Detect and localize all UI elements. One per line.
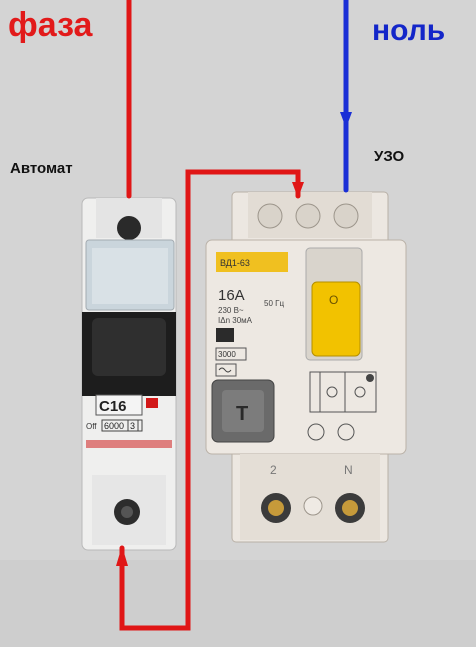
rcd-current-text: 16A: [218, 287, 245, 304]
rcd-label: УЗО: [374, 148, 404, 165]
breaker-red-indicator: [146, 398, 158, 408]
rcd-bottom-hole: [304, 497, 322, 515]
rcd-test-label: T: [236, 403, 248, 425]
breaker-toggle: [92, 318, 166, 376]
rcd-device: [206, 192, 406, 542]
rcd-bottom-screw-n-head: [342, 500, 358, 516]
rcd-indicator: [216, 328, 234, 342]
breaker-class-text: 3: [130, 421, 135, 431]
rcd-switch-label: O: [329, 293, 338, 307]
rcd-voltage-text: 230 В~: [218, 306, 244, 315]
breaker-red-stripe: [86, 440, 172, 448]
rcd-top-screw-3: [334, 204, 358, 228]
rcd-frequency-text: 50 Гц: [264, 299, 284, 308]
phase-label: фаза: [8, 6, 92, 45]
rcd-terminal-n-label: N: [344, 463, 353, 477]
breaker-top-screw: [117, 216, 141, 240]
rcd-bottom-screw-2-head: [268, 500, 284, 516]
wall-lower-shade: [0, 560, 476, 647]
breaker-window-glass: [92, 248, 168, 304]
breaker-bottom-screw-head: [121, 506, 133, 518]
neutral-label: ноль: [372, 14, 445, 48]
rcd-top-screw-2: [296, 204, 320, 228]
rcd-top-screw-1: [258, 204, 282, 228]
circuit-breaker: [82, 198, 176, 550]
rcd-schematic-dot: [366, 374, 374, 382]
rcd-model-text: ВД1-63: [220, 258, 250, 268]
breaker-off-text: Off: [86, 422, 97, 431]
breaker-capacity-text: 6000: [104, 421, 124, 431]
rcd-leakage-text: IΔn 30мА: [218, 316, 253, 325]
breaker-rating-text: C16: [99, 398, 127, 415]
rcd-capacity-text: 3000: [218, 350, 236, 359]
rcd-terminal-2-label: 2: [270, 463, 277, 477]
breaker-label: Автомат: [10, 160, 73, 177]
